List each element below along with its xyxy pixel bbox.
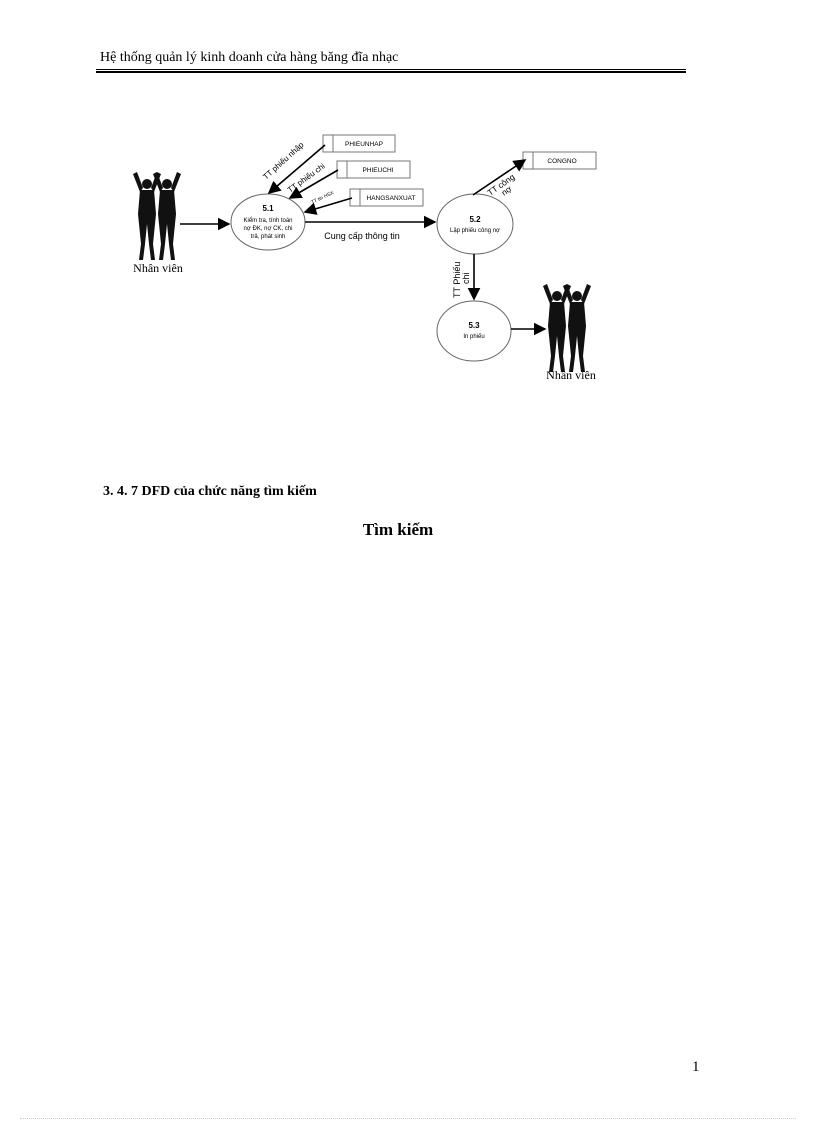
diagram-text: nợ ĐK, nợ CK, chi bbox=[244, 226, 293, 232]
diagram-text: 5.3 bbox=[468, 321, 480, 330]
header-rule-thick bbox=[96, 71, 686, 73]
store-congno: CONGNO bbox=[522, 151, 597, 170]
diagram-text: Kiểm tra, tính toán bbox=[243, 217, 292, 224]
process-5-3: 5.3 In phiếu bbox=[436, 300, 512, 362]
section-title: Tìm kiếm bbox=[362, 520, 434, 539]
diagram-text: CONGNO bbox=[547, 158, 576, 165]
page-header: Hệ thống quản lý kinh doanh cửa hàng băn… bbox=[100, 50, 399, 65]
actor-label: Nhân viên bbox=[546, 368, 596, 382]
flow-label: Cung cấp thông tin bbox=[324, 231, 400, 241]
actor-nhan-vien-left bbox=[133, 172, 181, 260]
header-rule-thin bbox=[96, 69, 686, 70]
process-5-2: 5.2 Lập phiếu công nợ bbox=[436, 193, 514, 255]
store-phieuchi: PHIEUCHI bbox=[336, 160, 411, 179]
diagram-text: PHIEUNHAP bbox=[345, 141, 383, 148]
actor-nhan-vien-right bbox=[543, 284, 591, 372]
dfd-diagram: Nhân viên Nhân viên 5.1 Kiểm tra, tính t… bbox=[133, 134, 597, 382]
store-phieunhap: PHIEUNHAP bbox=[322, 134, 396, 153]
flow-label: chi bbox=[461, 272, 471, 284]
flow-phieuchi-to-5-1 bbox=[288, 169, 339, 199]
page-number: 1 bbox=[692, 1059, 700, 1075]
diagram-text: 5.2 bbox=[469, 215, 481, 224]
flow-label: TT phiếu nhập bbox=[261, 140, 306, 181]
section-heading: 3. 4. 7 DFD của chức năng tìm kiếm bbox=[103, 484, 317, 499]
flow-phieunhap-to-5-1 bbox=[267, 144, 326, 195]
diagram-text: HANGSANXUAT bbox=[367, 195, 416, 202]
page-bottom-border bbox=[20, 1118, 796, 1119]
flow-label: TT phiếu chi bbox=[286, 161, 327, 194]
diagram-text: trả, phát sinh bbox=[251, 234, 286, 240]
diagram-text: In phiếu bbox=[463, 334, 484, 340]
diagram-text: PHIEUCHI bbox=[362, 167, 393, 174]
flow-hangsanxuat-to-5-1 bbox=[303, 197, 353, 215]
flow-arrows bbox=[180, 144, 547, 336]
process-5-1: 5.1 Kiểm tra, tính toán nợ ĐK, nợ CK, ch… bbox=[230, 193, 306, 251]
store-hangsanxuat: HANGSANXUAT bbox=[349, 188, 424, 207]
diagram-text: Lập phiếu công nợ bbox=[450, 228, 500, 234]
flow-5-2-to-congno bbox=[472, 159, 527, 196]
actor-label: Nhân viên bbox=[133, 261, 183, 275]
diagram-text: 5.1 bbox=[262, 204, 274, 213]
flow-label: TT Phiếu bbox=[452, 262, 462, 298]
